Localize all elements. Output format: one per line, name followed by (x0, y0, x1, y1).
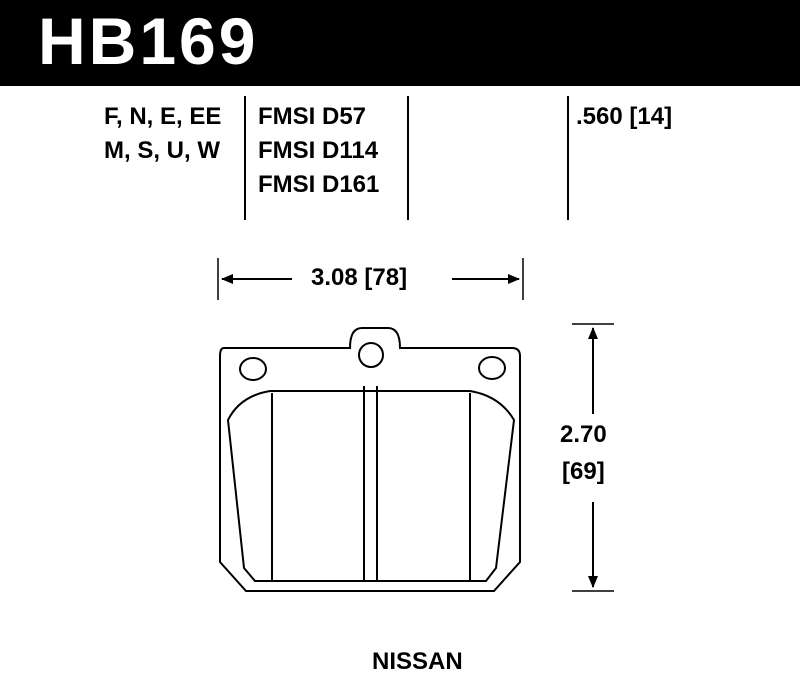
fmsi-line: FMSI D114 (258, 137, 379, 164)
header-bar: HB169 (0, 0, 800, 86)
column-divider (407, 96, 409, 220)
compound-line: M, S, U, W (104, 137, 220, 164)
height-dimension-inches: 2.70 (560, 421, 607, 448)
mounting-hole-right (478, 356, 506, 380)
height-dimension-mm: [69] (562, 458, 605, 485)
column-divider (244, 96, 246, 220)
part-number: HB169 (38, 4, 259, 78)
vehicle-brand: NISSAN (372, 648, 463, 675)
fmsi-line: FMSI D57 (258, 103, 367, 130)
compound-list: F, N, E, EE M, S, U, W (104, 100, 221, 168)
column-divider (567, 96, 569, 220)
friction-material-outline (226, 390, 516, 582)
mounting-hole-center (358, 342, 384, 368)
mounting-hole-left (239, 357, 267, 381)
compound-line: F, N, E, EE (104, 103, 222, 130)
width-dimension-label: 3.08 [78] (311, 264, 408, 291)
backing-plate-outline (219, 327, 521, 592)
fmsi-list: FMSI D57 FMSI D114 FMSI D161 (258, 100, 379, 202)
thickness-spec: .560 [14] (576, 103, 673, 130)
fmsi-line: FMSI D161 (258, 171, 380, 198)
